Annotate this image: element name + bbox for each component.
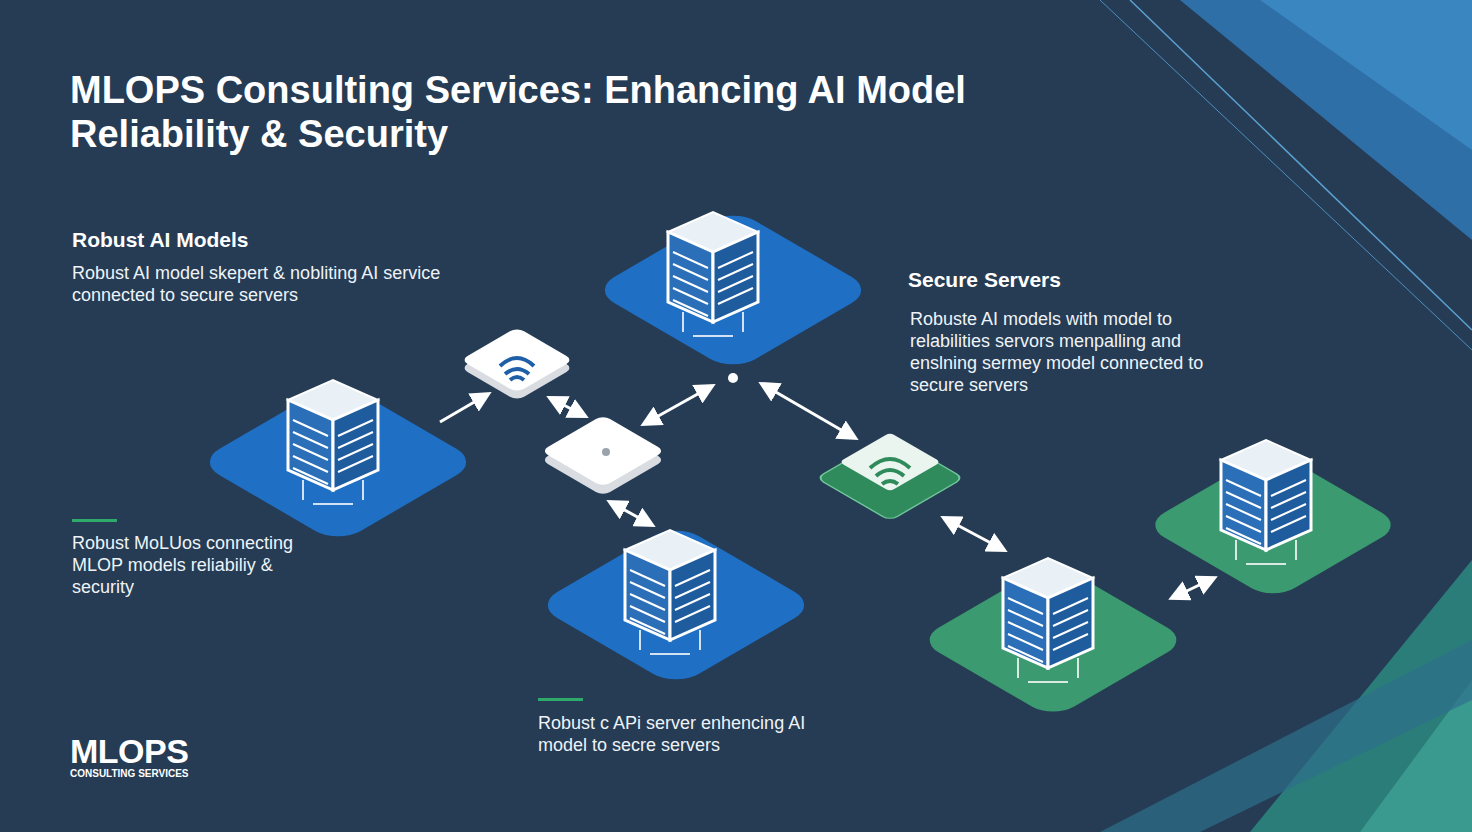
section-text: Robust MoLUos connecting MLOP models rel… [72, 532, 322, 598]
diagram-title: MLOPS Consulting Services: Enhancing AI … [70, 68, 1010, 156]
brand-logo: MLOPS [70, 732, 330, 771]
brand-tagline: CONSULTING SERVICES [70, 768, 330, 779]
section-text: Robust c APi server enhencing AI model t… [538, 712, 838, 756]
section-text: Robust AI model skepert & nobliting AI s… [72, 262, 442, 306]
section-heading: Robust AI Models [72, 228, 452, 252]
section-text: Robuste AI models with model to relabili… [910, 308, 1215, 396]
section-heading: Secure Servers [908, 268, 1228, 292]
